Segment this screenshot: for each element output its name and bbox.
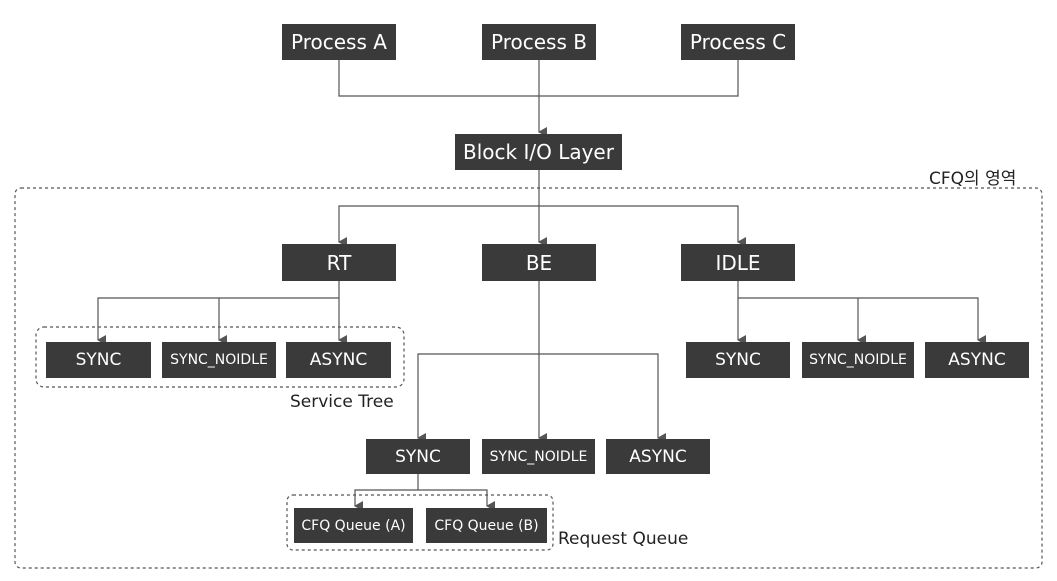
idle-sync-noidle-box: SYNC_NOIDLE <box>802 342 914 378</box>
service-tree-group-border <box>35 326 405 388</box>
request-queue-group-border <box>286 494 554 551</box>
connector-to-idle <box>539 205 746 247</box>
cfq-region-label: CFQ의 영역 <box>929 169 1017 189</box>
rt-class-box: RT <box>282 244 396 281</box>
rt-async-box: ASYNC <box>286 342 391 378</box>
idle-class-box: IDLE <box>681 244 795 281</box>
cfq-queue-b-box: CFQ Queue (B) <box>426 508 547 543</box>
rt-sync-box: SYNC <box>46 342 151 378</box>
service-tree-label: Service Tree <box>290 392 394 412</box>
request-queue-label: Request Queue <box>558 529 689 549</box>
be-class-box: BE <box>482 244 596 281</box>
process-b-box: Process B <box>482 24 596 60</box>
be-sync-noidle-box: SYNC_NOIDLE <box>482 439 595 474</box>
idle-sync-box: SYNC <box>686 342 790 378</box>
idle-async-box: ASYNC <box>925 342 1029 378</box>
connector-to-rt <box>338 205 539 247</box>
block-io-layer-box: Block I/O Layer <box>455 134 622 170</box>
be-sync-box: SYNC <box>366 439 470 474</box>
be-async-box: ASYNC <box>606 439 710 474</box>
process-a-box: Process A <box>282 24 396 60</box>
connector-sync-to-request <box>354 474 419 511</box>
process-c-box: Process C <box>681 24 795 60</box>
rt-sync-noidle-box: SYNC_NOIDLE <box>162 342 276 378</box>
cfq-queue-a-box: CFQ Queue (A) <box>294 508 413 543</box>
cfq-region-border <box>14 187 1043 569</box>
